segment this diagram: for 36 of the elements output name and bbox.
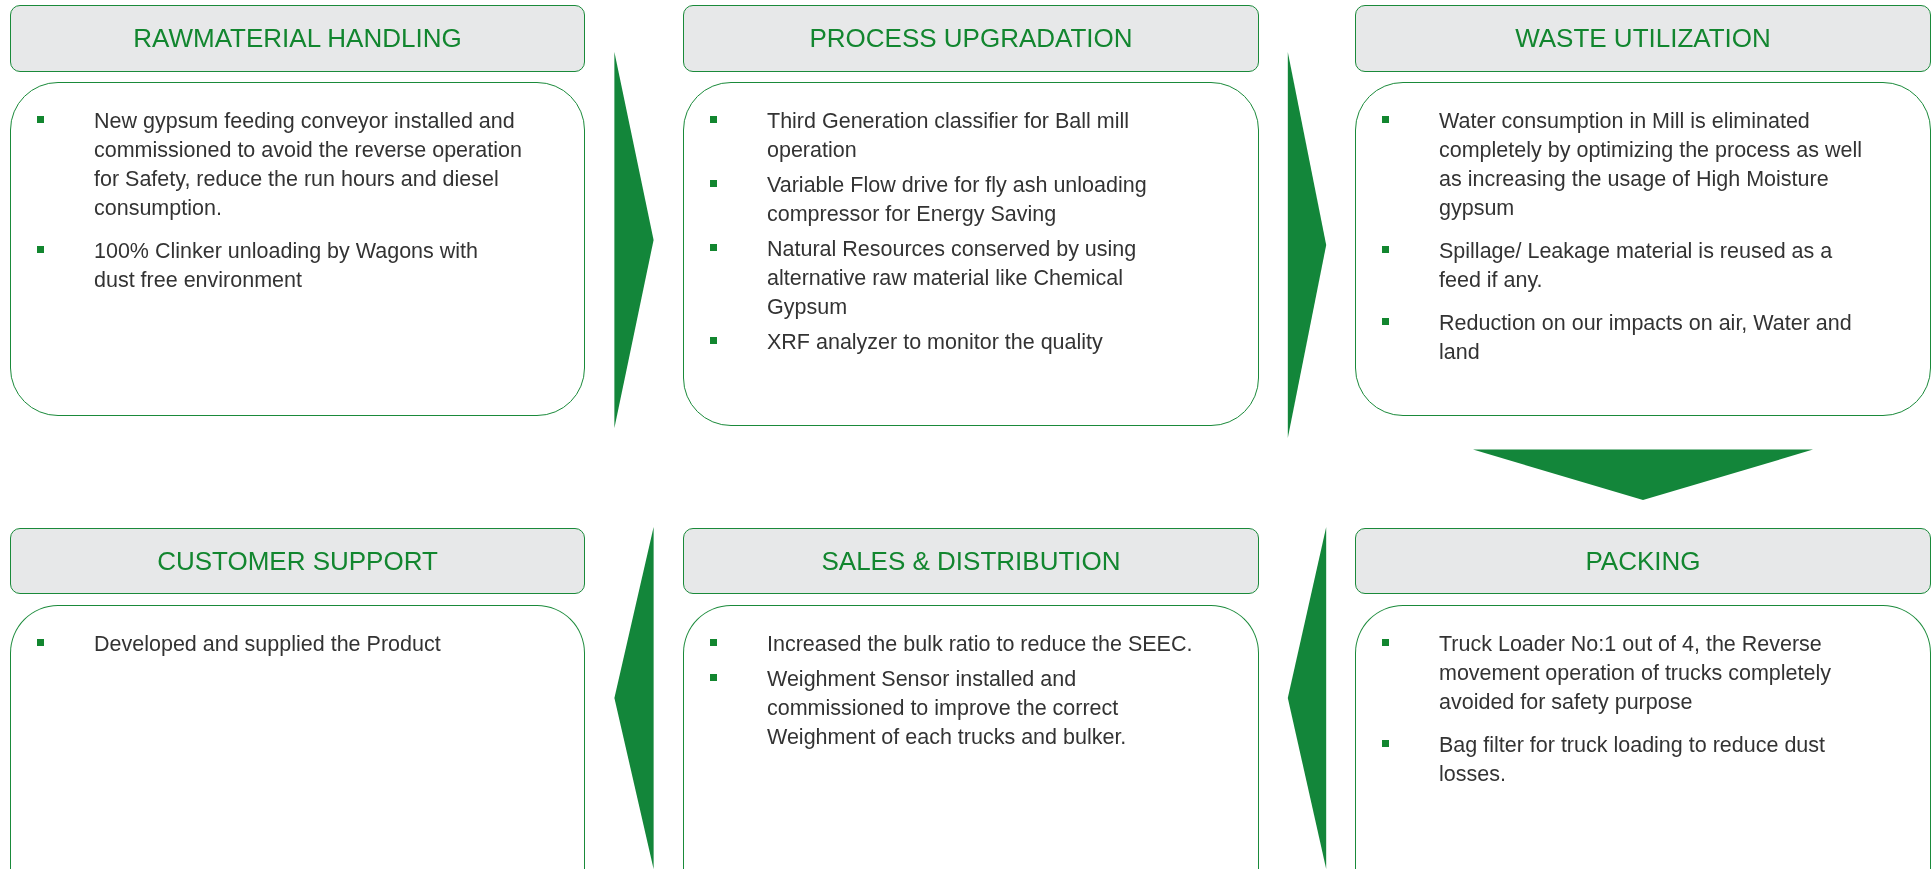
section-header — [1355, 528, 1931, 594]
section-header — [10, 528, 585, 594]
bullet-text: Increased the bulk ratio to reduce the SEEC. — [767, 631, 1193, 658]
section-title: RAWMATERIAL HANDLING — [133, 23, 462, 54]
chevron-arrow — [614, 527, 654, 869]
section-title: PACKING — [1585, 545, 1701, 577]
section-card — [10, 82, 585, 416]
section-title: SALES & DISTRIBUTION — [821, 545, 1121, 577]
section-header — [683, 5, 1259, 72]
section-title: CUSTOMER SUPPORT — [157, 545, 438, 577]
section-header — [683, 528, 1259, 594]
bullet-text: Variable Flow drive for fly ash unloading compressor for Energy Saving — [767, 172, 1148, 228]
bullet-text: Reduction on our impacts on air, Water and land — [1439, 310, 1853, 366]
bullet-text: Natural Resources conserved by using alternative raw material like Chemical Gypsum — [767, 236, 1138, 321]
section-header — [10, 5, 585, 72]
section-header — [1355, 5, 1931, 72]
chevron-arrow — [614, 52, 654, 428]
bullet-text: XRF analyzer to monitor the quality — [767, 329, 1103, 356]
section-card — [1355, 605, 1931, 869]
bullet-text: Water consumption in Mill is eliminated completely by optimizing the process as well as increasing the usage of High Moisture gypsum — [1439, 108, 1864, 222]
chevron-arrow — [1473, 449, 1813, 500]
section-title: WASTE UTILIZATION — [1515, 23, 1771, 54]
bullet-text: New gypsum feeding conveyor installed and commissioned to avoid the reverse operation for Safety, reduce the run hours and diesel consumption. — [94, 108, 523, 222]
bullet-text: Developed and supplied the Product — [94, 631, 441, 658]
bullet-text: 100% Clinker unloading by Wagons with dust free environment — [94, 238, 480, 294]
section-card — [683, 82, 1259, 426]
bullet-text: Truck Loader No:1 out of 4, the Reverse movement operation of trucks completely avoided for safety purpose — [1439, 631, 1832, 716]
bullet-text: Spillage/ Leakage material is reused as a feed if any. — [1439, 238, 1834, 294]
bullet-text: Bag filter for truck loading to reduce dust losses. — [1439, 732, 1826, 788]
section-card — [1355, 82, 1931, 416]
section-card — [683, 605, 1259, 869]
section-card — [10, 605, 585, 869]
chevron-arrow — [1287, 527, 1327, 869]
section-title: PROCESS UPGRADATION — [809, 23, 1133, 54]
bullet-text: Weighment Sensor installed and commissioned to improve the correct Weighment of each trucks and bulker. — [767, 666, 1128, 751]
bullet-text: Third Generation classifier for Ball mill operation — [767, 108, 1131, 164]
